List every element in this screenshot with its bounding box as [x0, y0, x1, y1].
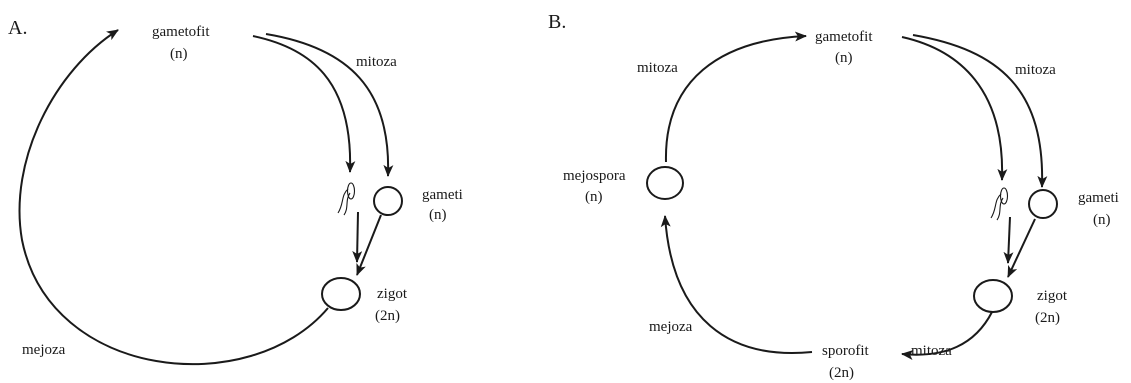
sporophyte-label: sporofit [822, 343, 869, 359]
gametes-label: gameti [422, 187, 463, 203]
mitosis-gametes-label: mitoza [1015, 62, 1056, 78]
sperm-icon [990, 187, 1009, 221]
mitosis-arrow-to-egg [265, 33, 394, 177]
gamete-cell-icon [373, 186, 403, 216]
gamete-cell-icon [1028, 189, 1058, 219]
panel-b: B. gametofit (n) mitoza mitoza gameti (n… [548, 11, 1119, 381]
meiosis-label: mejoza [649, 319, 693, 335]
sporophyte-ploidy: (2n) [829, 365, 854, 381]
zygote-label: zigot [377, 286, 408, 302]
zygote-cell-icon [321, 277, 361, 311]
zygote-label: zigot [1037, 288, 1068, 304]
gametes-label: gameti [1078, 190, 1119, 206]
sperm-icon [337, 182, 356, 216]
fusion-arrow-sperm [1003, 216, 1014, 264]
panel-a: A. gametofit (n) mitoza gameti (n) zigot… [8, 17, 463, 366]
meiospore-ploidy: (n) [585, 189, 603, 205]
meiosis-label: mejoza [22, 342, 66, 358]
gametes-ploidy: (n) [1093, 212, 1111, 228]
meiospore-label: mejospora [563, 168, 626, 184]
panel-a-label: A. [8, 17, 27, 39]
mitosis-arrow-to-sperm [252, 35, 356, 173]
fusion-arrow-egg [356, 214, 382, 276]
gametophyte-label: gametofit [815, 29, 873, 45]
meiospore-cell-icon [646, 166, 684, 200]
mitosis-arrow-to-gametophyte [664, 31, 807, 163]
mitosis-label: mitoza [356, 54, 397, 70]
meiosis-arrow [18, 29, 329, 366]
mitosis-spore-label: mitoza [637, 60, 678, 76]
gametophyte-label: gametofit [152, 24, 210, 40]
mitosis-sporophyte-label: mitoza [911, 343, 952, 359]
panel-b-label: B. [548, 11, 566, 33]
zygote-cell-icon [973, 279, 1013, 313]
gametophyte-ploidy: (n) [170, 46, 188, 62]
gametes-ploidy: (n) [429, 207, 447, 223]
mitosis-arrow-to-sperm [901, 36, 1008, 181]
zygote-ploidy: (2n) [375, 308, 400, 324]
meiosis-arrow [660, 215, 813, 354]
mitosis-arrow-to-sporophyte [901, 311, 993, 360]
fusion-arrow-sperm [352, 211, 363, 263]
zygote-ploidy: (2n) [1035, 310, 1060, 326]
gametophyte-ploidy: (n) [835, 50, 853, 66]
fusion-arrow-egg [1007, 218, 1036, 278]
mitosis-arrow-to-egg [912, 34, 1048, 188]
